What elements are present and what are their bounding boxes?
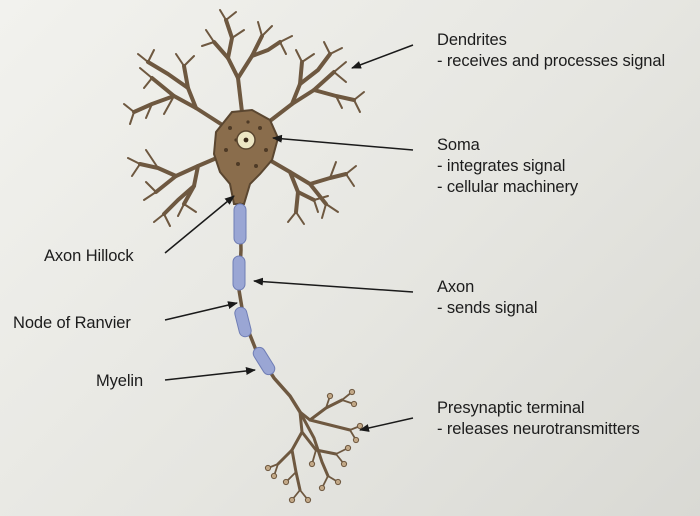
- myelin-segment: [251, 345, 277, 377]
- label-soma: Soma - integrates signal - cellular mach…: [437, 135, 578, 198]
- label-node-of-ranvier: Node of Ranvier: [13, 313, 131, 334]
- label-myelin: Myelin: [96, 371, 143, 392]
- label-axon: Axon - sends signal: [437, 277, 537, 319]
- myelin-segment: [234, 306, 253, 338]
- label-dendrites: Dendrites - receives and processes signa…: [437, 30, 665, 72]
- label-soma-desc-2: - cellular machinery: [437, 177, 578, 198]
- arrow-node-of-ranvier: [165, 303, 237, 320]
- label-dendrites-title: Dendrites: [437, 30, 665, 51]
- arrow-myelin: [165, 370, 255, 380]
- label-axon-desc: - sends signal: [437, 298, 537, 319]
- presynaptic-terminal: [265, 389, 362, 502]
- label-dendrites-desc: - receives and processes signal: [437, 51, 665, 72]
- arrow-soma: [273, 138, 413, 150]
- label-presynaptic-desc: - releases neurotransmitters: [437, 419, 640, 440]
- label-soma-desc-1: - integrates signal: [437, 156, 578, 177]
- label-soma-title: Soma: [437, 135, 578, 156]
- myelin-segment: [233, 256, 245, 290]
- arrow-dendrites: [352, 45, 413, 68]
- label-presynaptic-title: Presynaptic terminal: [437, 398, 640, 419]
- myelin-sheaths: [233, 204, 277, 377]
- label-axon-title: Axon: [437, 277, 537, 298]
- label-presynaptic-terminal: Presynaptic terminal - releases neurotra…: [437, 398, 640, 440]
- arrow-presynaptic: [360, 418, 413, 430]
- label-axon-hillock: Axon Hillock: [44, 246, 134, 267]
- soma: [214, 110, 278, 204]
- leader-arrows: [165, 45, 413, 430]
- myelin-segment: [234, 204, 246, 244]
- axon: [239, 204, 300, 412]
- arrow-axon: [254, 281, 413, 292]
